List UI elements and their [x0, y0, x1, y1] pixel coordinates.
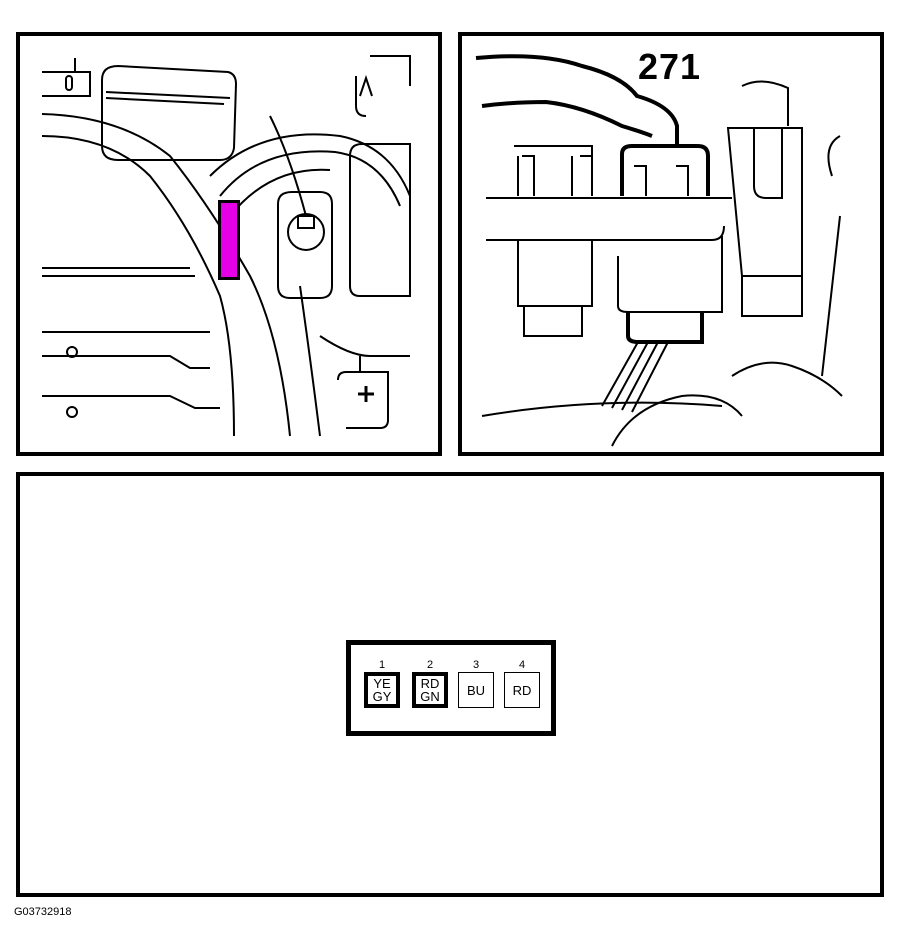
- wire-color: GN: [420, 689, 440, 704]
- figure-code: G03732918: [14, 906, 72, 918]
- component-highlight-marker: [218, 200, 240, 280]
- pin-cavity: RD: [504, 672, 540, 708]
- pin-4: 4 RD: [501, 659, 543, 708]
- engine-bay-illustration: [41, 55, 411, 437]
- connector-pinout-panel: 1 YE GY 2 RD GN 3 BU 4 RD: [16, 472, 884, 897]
- pin-2: 2 RD GN: [409, 659, 451, 708]
- pin-cavity: RD GN: [412, 672, 448, 708]
- callout-number: 271: [638, 46, 702, 87]
- pin-3: 3 BU: [455, 659, 497, 708]
- pin-cavity: BU: [458, 672, 494, 708]
- pin-1: 1 YE GY: [361, 659, 403, 708]
- pin-number: 3: [472, 659, 480, 671]
- pin-number: 2: [426, 659, 434, 671]
- pin-number: 4: [518, 659, 526, 671]
- wire-color: RD: [420, 676, 440, 691]
- connector-location-illustration: [475, 54, 843, 447]
- connector-face: 1 YE GY 2 RD GN 3 BU 4 RD: [346, 640, 556, 736]
- wire-color: BU: [466, 682, 486, 698]
- connector-location-panel: 271: [458, 32, 884, 456]
- wire-color: RD: [512, 682, 532, 698]
- pin-cavity: YE GY: [364, 672, 400, 708]
- wire-color: GY: [372, 689, 392, 704]
- wire-color: YE: [373, 676, 391, 691]
- engine-bay-panel: [16, 32, 442, 456]
- pin-number: 1: [378, 659, 386, 671]
